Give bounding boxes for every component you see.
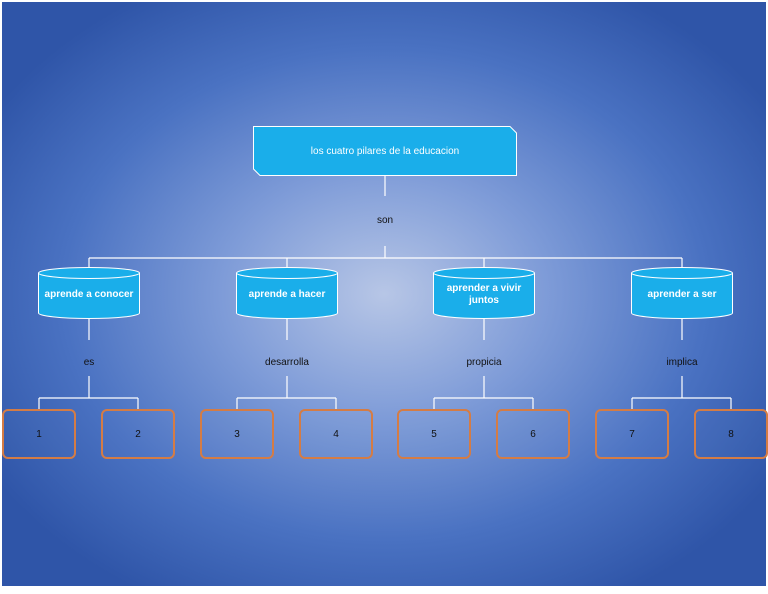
leaf-node[interactable]: 6 bbox=[496, 409, 570, 459]
pillar-label-4: aprender a ser bbox=[647, 289, 717, 300]
cylinder-shape bbox=[236, 267, 338, 319]
root-node[interactable]: los cuatro pilares de la educacion bbox=[253, 126, 517, 176]
pillar-link-label-4: implica bbox=[666, 357, 698, 368]
pillar-label-1: aprende a conocer bbox=[44, 289, 134, 300]
root-link-label: son bbox=[376, 215, 394, 226]
cylinder-shape bbox=[631, 267, 733, 319]
pillar-label-2: aprende a hacer bbox=[248, 289, 326, 300]
leaf-node[interactable]: 1 bbox=[2, 409, 76, 459]
leaf-node[interactable]: 2 bbox=[101, 409, 175, 459]
pillar-link-label-2: desarrolla bbox=[265, 357, 309, 368]
pillar-node-3[interactable]: aprender a vivir juntos bbox=[433, 267, 535, 319]
pillar-link-label-1: es bbox=[83, 357, 95, 368]
leaf-node[interactable]: 5 bbox=[397, 409, 471, 459]
pillar-link-label-3: propicia bbox=[466, 357, 502, 368]
leaf-node[interactable]: 8 bbox=[694, 409, 768, 459]
root-node-label: los cuatro pilares de la educacion bbox=[310, 145, 460, 157]
leaf-node[interactable]: 4 bbox=[299, 409, 373, 459]
leaf-node[interactable]: 7 bbox=[595, 409, 669, 459]
cylinder-shape bbox=[38, 267, 140, 319]
pillar-node-1[interactable]: aprende a conocer bbox=[38, 267, 140, 319]
pillar-node-2[interactable]: aprende a hacer bbox=[236, 267, 338, 319]
cylinder-shape bbox=[433, 267, 535, 319]
pillar-node-4[interactable]: aprender a ser bbox=[631, 267, 733, 319]
pillar-label-3: aprender a vivir juntos bbox=[446, 283, 522, 306]
root-node-shape bbox=[253, 126, 517, 176]
leaf-node[interactable]: 3 bbox=[200, 409, 274, 459]
